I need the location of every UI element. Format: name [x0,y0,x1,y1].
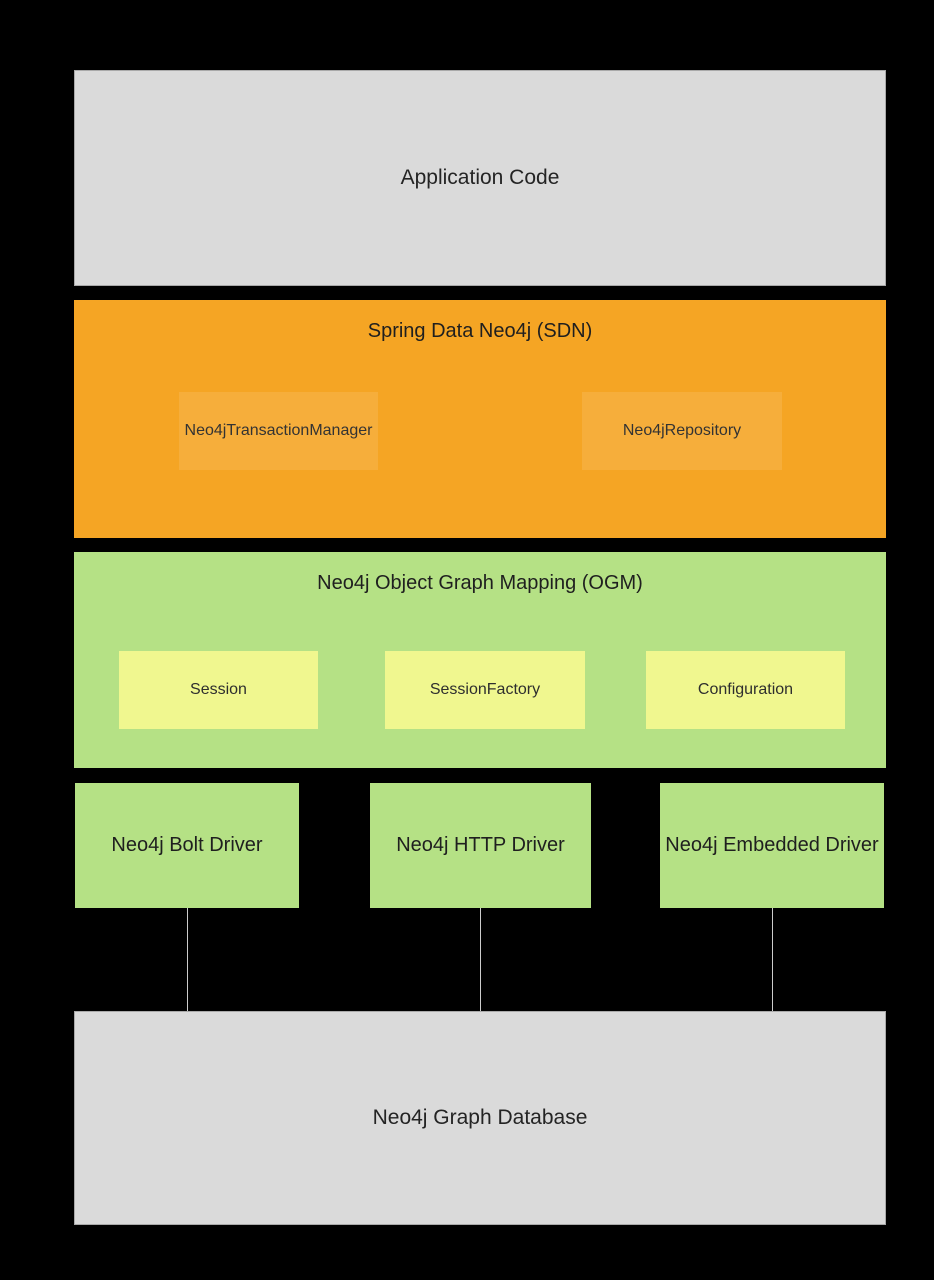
driver-label: Neo4j Bolt Driver [111,834,263,856]
connector-line-http [480,908,481,1011]
graph-database-label: Neo4j Graph Database [372,1106,588,1129]
component-label: Session [190,681,247,698]
sdn-layer-title: Spring Data Neo4j (SDN) [367,320,593,342]
component-session-factory: SessionFactory [385,651,585,729]
component-neo4j-transaction-manager: Neo4jTransactionManager [179,392,378,470]
component-label: SessionFactory [429,681,541,698]
driver-bolt-box: Neo4j Bolt Driver [75,783,299,908]
connector-line-embedded [772,908,773,1011]
component-configuration: Configuration [646,651,845,729]
component-label: Configuration [697,681,794,698]
driver-label: Neo4j Embedded Driver [665,834,879,856]
driver-embedded-box: Neo4j Embedded Driver [660,783,884,908]
sdn-layer-box: Spring Data Neo4j (SDN) Neo4jTransaction… [74,300,886,538]
component-label: Neo4jTransactionManager [184,422,373,439]
application-code-label: Application Code [400,166,560,189]
driver-http-box: Neo4j HTTP Driver [370,783,591,908]
ogm-layer-title: Neo4j Object Graph Mapping (OGM) [317,572,643,594]
component-label: Neo4jRepository [622,422,742,439]
application-code-box: Application Code [74,70,886,286]
component-session: Session [119,651,318,729]
component-neo4j-repository: Neo4jRepository [582,392,782,470]
connector-line-bolt [187,908,188,1011]
graph-database-box: Neo4j Graph Database [74,1011,886,1225]
driver-label: Neo4j HTTP Driver [396,834,565,856]
ogm-layer-box: Neo4j Object Graph Mapping (OGM) Session… [74,552,886,768]
